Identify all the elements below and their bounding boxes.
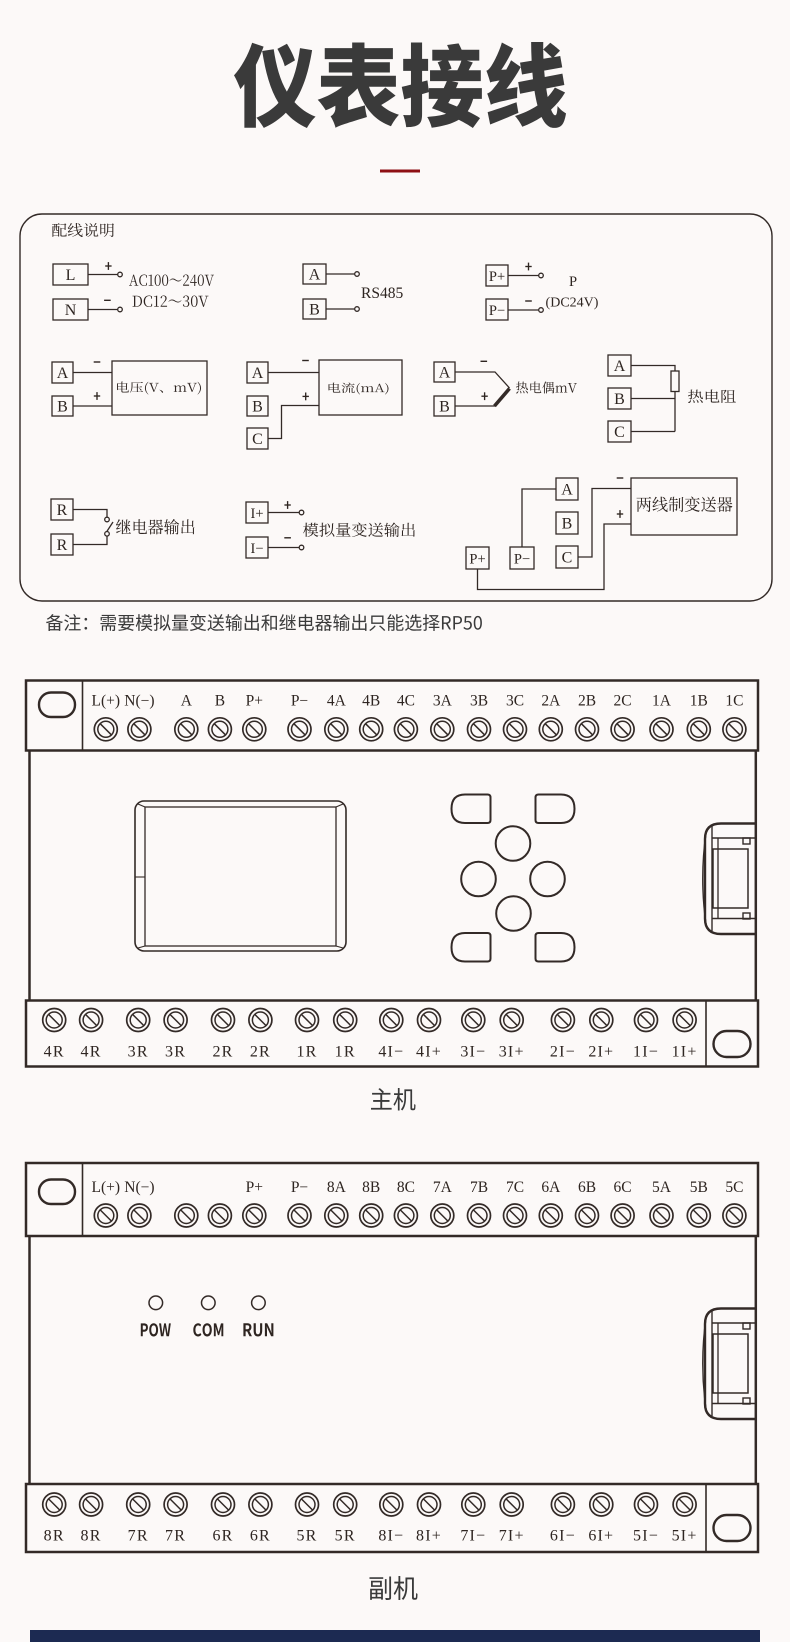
svg-text:P+: P+ [469,552,485,568]
svg-text:3C: 3C [506,693,524,710]
svg-text:1I+: 1I+ [672,1044,698,1061]
svg-text:C: C [562,550,573,567]
svg-text:5R: 5R [335,1528,356,1545]
svg-text:2I−: 2I− [550,1044,576,1061]
svg-text:5R: 5R [296,1528,317,1545]
svg-text:5B: 5B [690,1179,708,1196]
svg-text:P: P [569,274,577,290]
svg-text:C: C [614,424,625,441]
svg-text:8B: 8B [362,1179,380,1196]
svg-text:2R: 2R [250,1044,271,1061]
svg-text:I−: I− [250,541,263,557]
svg-text:B: B [57,399,68,416]
svg-text:L: L [66,267,76,284]
svg-text:C: C [252,431,263,448]
svg-text:A: A [309,267,321,284]
svg-text:RS485: RS485 [361,285,403,302]
svg-text:8R: 8R [81,1528,102,1545]
svg-text:B: B [439,399,450,416]
svg-text:2R: 2R [212,1044,233,1061]
svg-text:2C: 2C [614,693,632,710]
svg-text:P−: P− [514,552,530,568]
svg-text:4I−: 4I− [378,1044,404,1061]
svg-text:3I−: 3I− [460,1044,486,1061]
svg-text:4C: 4C [397,693,415,710]
svg-text:8I−: 8I− [378,1528,404,1545]
svg-text:A: A [57,365,69,382]
svg-text:L(+): L(+) [92,693,121,710]
svg-text:A: A [614,358,626,375]
svg-text:2A: 2A [541,693,561,710]
svg-text:8R: 8R [44,1528,65,1545]
svg-text:A: A [181,693,193,710]
svg-text:6I−: 6I− [550,1528,576,1545]
svg-text:6C: 6C [614,1179,632,1196]
svg-text:7R: 7R [128,1528,149,1545]
svg-text:1I−: 1I− [633,1044,659,1061]
svg-text:B: B [309,302,320,319]
svg-text:P+: P+ [246,693,263,710]
svg-text:3I+: 3I+ [499,1044,525,1061]
svg-text:4R: 4R [44,1044,65,1061]
svg-text:2I+: 2I+ [588,1044,614,1061]
svg-text:3B: 3B [470,693,488,710]
svg-text:I+: I+ [250,506,263,522]
svg-text:B: B [215,693,225,710]
svg-text:3R: 3R [128,1044,149,1061]
svg-text:3A: 3A [433,693,453,710]
svg-text:R: R [57,537,68,554]
svg-text:A: A [439,365,451,382]
svg-text:3R: 3R [165,1044,186,1061]
svg-text:4I+: 4I+ [416,1044,442,1061]
svg-text:4A: 4A [327,693,347,710]
svg-text:B: B [614,391,625,408]
svg-text:N(−): N(−) [124,693,154,710]
svg-text:1C: 1C [725,693,743,710]
svg-text:P−: P− [291,693,308,710]
svg-text:A: A [561,482,573,499]
svg-text:1R: 1R [296,1044,317,1061]
svg-text:6B: 6B [578,1179,596,1196]
svg-text:8A: 8A [327,1179,347,1196]
svg-text:P+: P+ [489,269,505,285]
svg-text:6A: 6A [541,1179,561,1196]
svg-text:7C: 7C [506,1179,524,1196]
svg-text:R: R [57,502,68,519]
svg-text:8C: 8C [397,1179,415,1196]
svg-text:(DC24V): (DC24V) [546,296,599,311]
svg-text:5I+: 5I+ [672,1528,698,1545]
svg-text:7B: 7B [470,1179,488,1196]
svg-text:B: B [562,516,573,533]
svg-text:6R: 6R [250,1528,271,1545]
svg-text:1B: 1B [690,693,708,710]
svg-text:N: N [65,302,77,319]
svg-text:B: B [252,399,263,416]
svg-text:7R: 7R [165,1528,186,1545]
svg-text:7A: 7A [433,1179,453,1196]
svg-text:8I+: 8I+ [416,1528,442,1545]
svg-text:7I+: 7I+ [499,1528,525,1545]
svg-text:L(+): L(+) [92,1179,121,1196]
svg-text:5C: 5C [725,1179,743,1196]
svg-text:6R: 6R [212,1528,233,1545]
svg-text:N(−): N(−) [124,1179,154,1196]
svg-text:P−: P− [489,303,505,319]
svg-text:P−: P− [291,1179,308,1196]
svg-text:P+: P+ [246,1179,263,1196]
svg-text:A: A [252,365,264,382]
svg-text:5I−: 5I− [633,1528,659,1545]
svg-text:6I+: 6I+ [588,1528,614,1545]
svg-text:2B: 2B [578,693,596,710]
svg-text:7I−: 7I− [460,1528,486,1545]
svg-text:1R: 1R [335,1044,356,1061]
svg-text:1A: 1A [652,693,672,710]
svg-text:4R: 4R [81,1044,102,1061]
svg-text:4B: 4B [362,693,380,710]
svg-text:5A: 5A [652,1179,672,1196]
